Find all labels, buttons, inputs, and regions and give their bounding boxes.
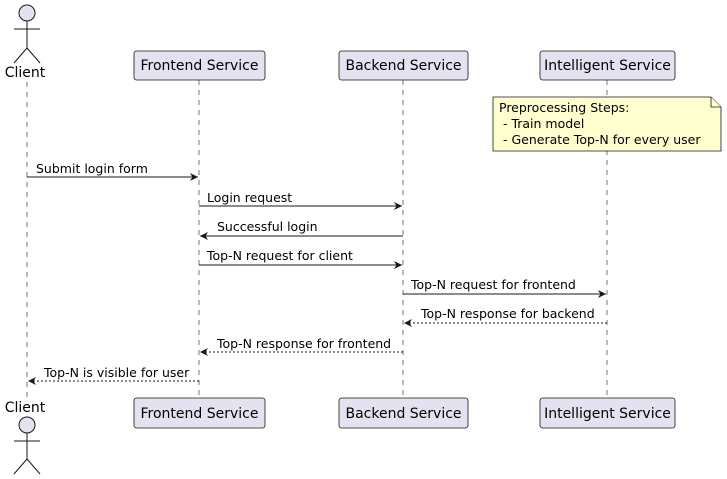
stick-figure-icon bbox=[13, 4, 41, 64]
actor-label: Client bbox=[5, 65, 46, 81]
note-line: - Train model bbox=[499, 116, 584, 131]
note-line: Preprocessing Steps: bbox=[499, 100, 629, 115]
stick-figure-icon bbox=[13, 416, 41, 475]
message-topn-request-frontend: Top-N request for frontend bbox=[403, 277, 606, 298]
message-login-request: Login request bbox=[199, 190, 402, 210]
message-label: Top-N request for client bbox=[206, 248, 353, 263]
participant-label: Frontend Service bbox=[141, 58, 259, 74]
participant-label: Intelligent Service bbox=[544, 58, 671, 74]
message-topn-response-frontend: Top-N response for frontend bbox=[200, 336, 403, 356]
message-label: Top-N is visible for user bbox=[43, 365, 190, 380]
participant-intelligent-top: Intelligent Service bbox=[539, 50, 676, 81]
message-label: Submit login form bbox=[36, 161, 148, 176]
participant-backend-bottom: Backend Service bbox=[338, 397, 469, 429]
message-successful-login: Successful login bbox=[200, 219, 403, 240]
participant-label: Backend Service bbox=[345, 406, 461, 422]
participant-label: Intelligent Service bbox=[544, 406, 671, 422]
participant-label: Frontend Service bbox=[141, 406, 259, 422]
message-label: Top-N response for backend bbox=[420, 306, 595, 321]
message-topn-request-client: Top-N request for client bbox=[199, 248, 402, 269]
message-topn-response-backend: Top-N response for backend bbox=[404, 306, 607, 327]
participant-frontend-bottom: Frontend Service bbox=[133, 397, 266, 429]
participant-backend-top: Backend Service bbox=[338, 50, 469, 81]
participant-frontend-top: Frontend Service bbox=[133, 50, 266, 81]
actor-label: Client bbox=[5, 400, 46, 416]
message-submit-login: Submit login form bbox=[27, 161, 198, 181]
message-label: Top-N request for frontend bbox=[410, 277, 576, 292]
message-label: Successful login bbox=[217, 219, 318, 234]
actor-client-bottom: Client bbox=[5, 400, 46, 475]
participant-label: Backend Service bbox=[345, 58, 461, 74]
note-preprocessing: Preprocessing Steps: - Train model - Gen… bbox=[492, 96, 722, 152]
participant-intelligent-bottom: Intelligent Service bbox=[539, 397, 676, 429]
message-topn-visible: Top-N is visible for user bbox=[28, 365, 199, 385]
note-line: - Generate Top-N for every user bbox=[499, 132, 701, 147]
message-label: Top-N response for frontend bbox=[216, 336, 391, 351]
messages: Submit login form Login request Successf… bbox=[27, 161, 607, 385]
actor-client-top: Client bbox=[5, 4, 46, 81]
message-label: Login request bbox=[207, 190, 292, 205]
